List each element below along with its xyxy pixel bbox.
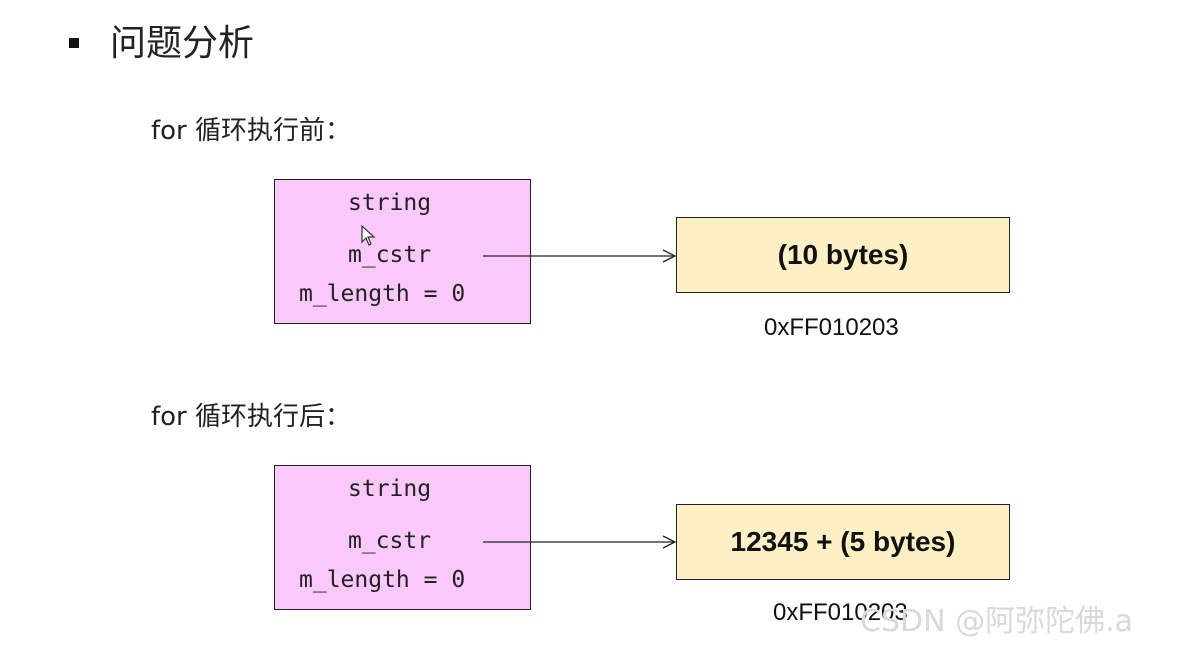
struct-type-name: string <box>348 190 432 216</box>
struct-length-field: m_length = 0 <box>299 567 466 593</box>
section-label-before: for 循环执行前： <box>151 116 352 146</box>
struct-pointer-field: m_cstr <box>348 242 432 268</box>
struct-length-field: m_length = 0 <box>299 281 466 307</box>
buffer-content: (10 bytes) <box>777 239 909 270</box>
struct-type-name: string <box>348 476 432 502</box>
slide-heading: 问题分析 <box>110 23 255 64</box>
mouse-pointer-icon <box>361 225 376 246</box>
struct-pointer-field: m_cstr <box>348 528 432 554</box>
square-bullet-icon <box>69 38 79 48</box>
section-label-after: for 循环执行后： <box>151 402 352 432</box>
buffer-content: 12345 + (5 bytes) <box>730 526 956 557</box>
heap-buffer-box-before: (10 bytes) <box>676 217 1010 293</box>
string-struct-box-after: string m_cstr m_length = 0 <box>274 465 531 610</box>
buffer-address-after: 0xFF010203 <box>773 599 908 626</box>
string-struct-box-before: string m_cstr m_length = 0 <box>274 179 531 324</box>
buffer-address-before: 0xFF010203 <box>764 314 899 341</box>
csdn-watermark: CSDN @阿弥陀佛.a <box>860 604 1133 639</box>
heap-buffer-box-after: 12345 + (5 bytes) <box>676 504 1010 580</box>
